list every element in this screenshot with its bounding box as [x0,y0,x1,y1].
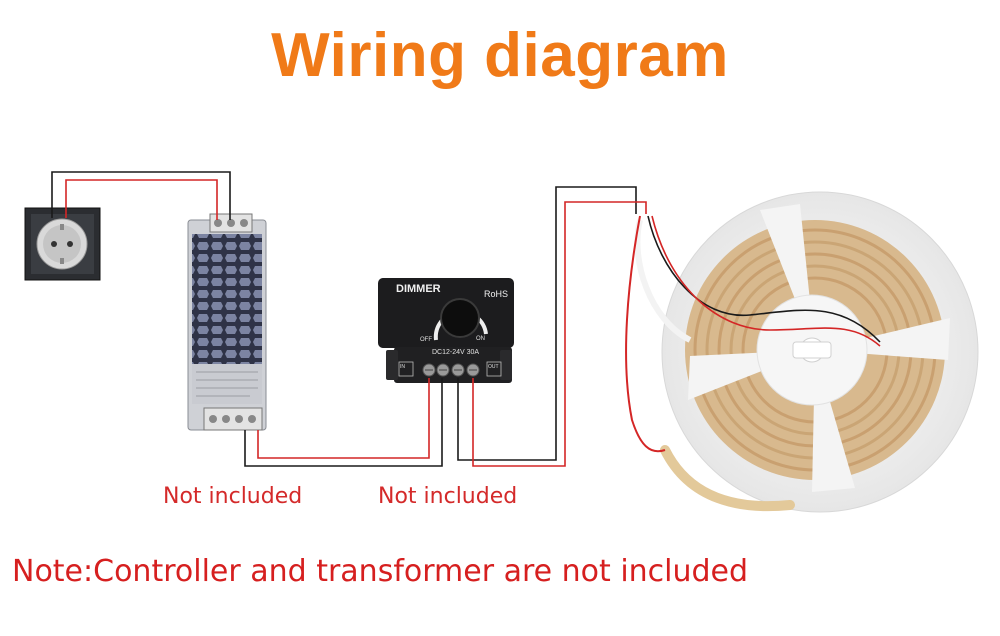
wire-red [651,215,881,347]
dimmer-label: DIMMER [396,283,441,295]
wire-black [51,171,231,220]
wire-black [647,215,881,343]
socket-pin-hole-icon [51,241,57,247]
led-strip-reel [634,191,979,513]
wire-red [625,215,666,453]
out-label: OUT [488,364,499,370]
dimmer-knob-icon [440,298,480,338]
dimmer-controller: DIMMER RoHS OFF ON DC12-24V 30A IN OUT [378,278,514,383]
off-label: OFF [420,337,432,343]
not-included-label-psu: Not included [163,484,303,509]
wires [51,171,881,467]
page-title: Wiring diagram [271,21,729,90]
rohs-mark: RoHS [484,289,508,299]
wall-socket [24,207,101,281]
note-text: Note:Controller and transformer are not … [12,554,749,589]
on-label: ON [476,336,485,342]
not-included-label-dimmer: Not included [378,484,518,509]
rating-label: DC12-24V 30A [432,349,479,356]
dimmer-terminals [422,363,480,377]
power-supply [187,213,267,431]
wire-red [65,179,218,220]
wire-black [244,378,443,467]
wire-black [457,186,637,461]
wire-red [472,201,647,467]
wire-red [257,378,430,459]
in-label: IN [400,364,405,370]
